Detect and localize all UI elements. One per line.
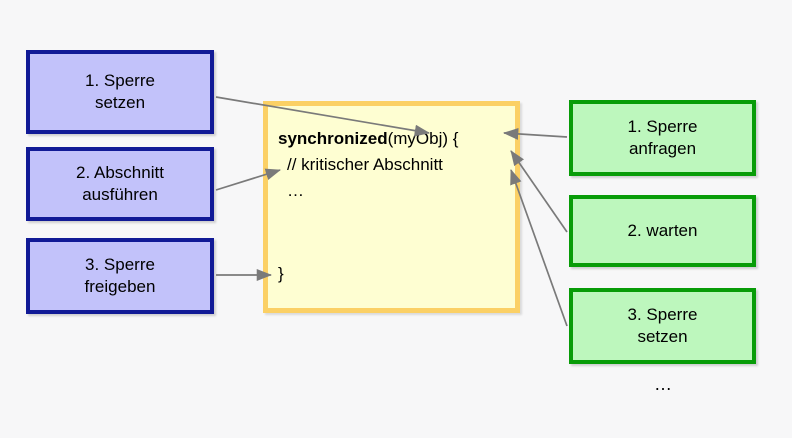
- code-line-comment: // kritischer Abschnitt: [287, 154, 443, 174]
- blue-step-2-line1: 2. Abschnitt: [76, 162, 164, 182]
- blue-step-3-line2: freigeben: [84, 277, 156, 296]
- blue-step-box-3[interactable]: 3. Sperre freigeben: [26, 238, 214, 314]
- blue-step-2-line2: ausführen: [82, 185, 158, 204]
- green-step-1-line2: anfragen: [628, 139, 697, 158]
- green-step-3-line2: setzen: [637, 327, 688, 346]
- blue-step-1-line1: 1. Sperre: [85, 70, 155, 90]
- green-step-3-line1: 3. Sperre: [627, 304, 698, 324]
- blue-step-box-2[interactable]: 2. Abschnitt ausführen: [26, 147, 214, 221]
- code-header-rest: (myObj) {: [387, 129, 459, 148]
- code-line-ellipsis: …: [287, 180, 304, 200]
- green-column-ellipsis: …: [654, 374, 672, 394]
- code-line-header: synchronized(myObj) {: [278, 126, 515, 152]
- code-line-closing-brace: }: [278, 264, 284, 283]
- green-step-1-line1: 1. Sperre: [627, 116, 698, 136]
- blue-step-1-line2: setzen: [94, 93, 146, 112]
- green-step-box-1[interactable]: 1. Sperre anfragen: [569, 100, 756, 176]
- green-step-2-line1: 2. warten: [627, 220, 698, 240]
- green-step-box-2[interactable]: 2. warten: [569, 195, 756, 267]
- code-block: synchronized(myObj) { // kritischer Absc…: [263, 101, 520, 313]
- blue-step-3-line1: 3. Sperre: [85, 254, 155, 274]
- keyword-synchronized: synchronized: [278, 129, 388, 148]
- green-step-box-3[interactable]: 3. Sperre setzen: [569, 288, 756, 364]
- blue-step-box-1[interactable]: 1. Sperre setzen: [26, 50, 214, 134]
